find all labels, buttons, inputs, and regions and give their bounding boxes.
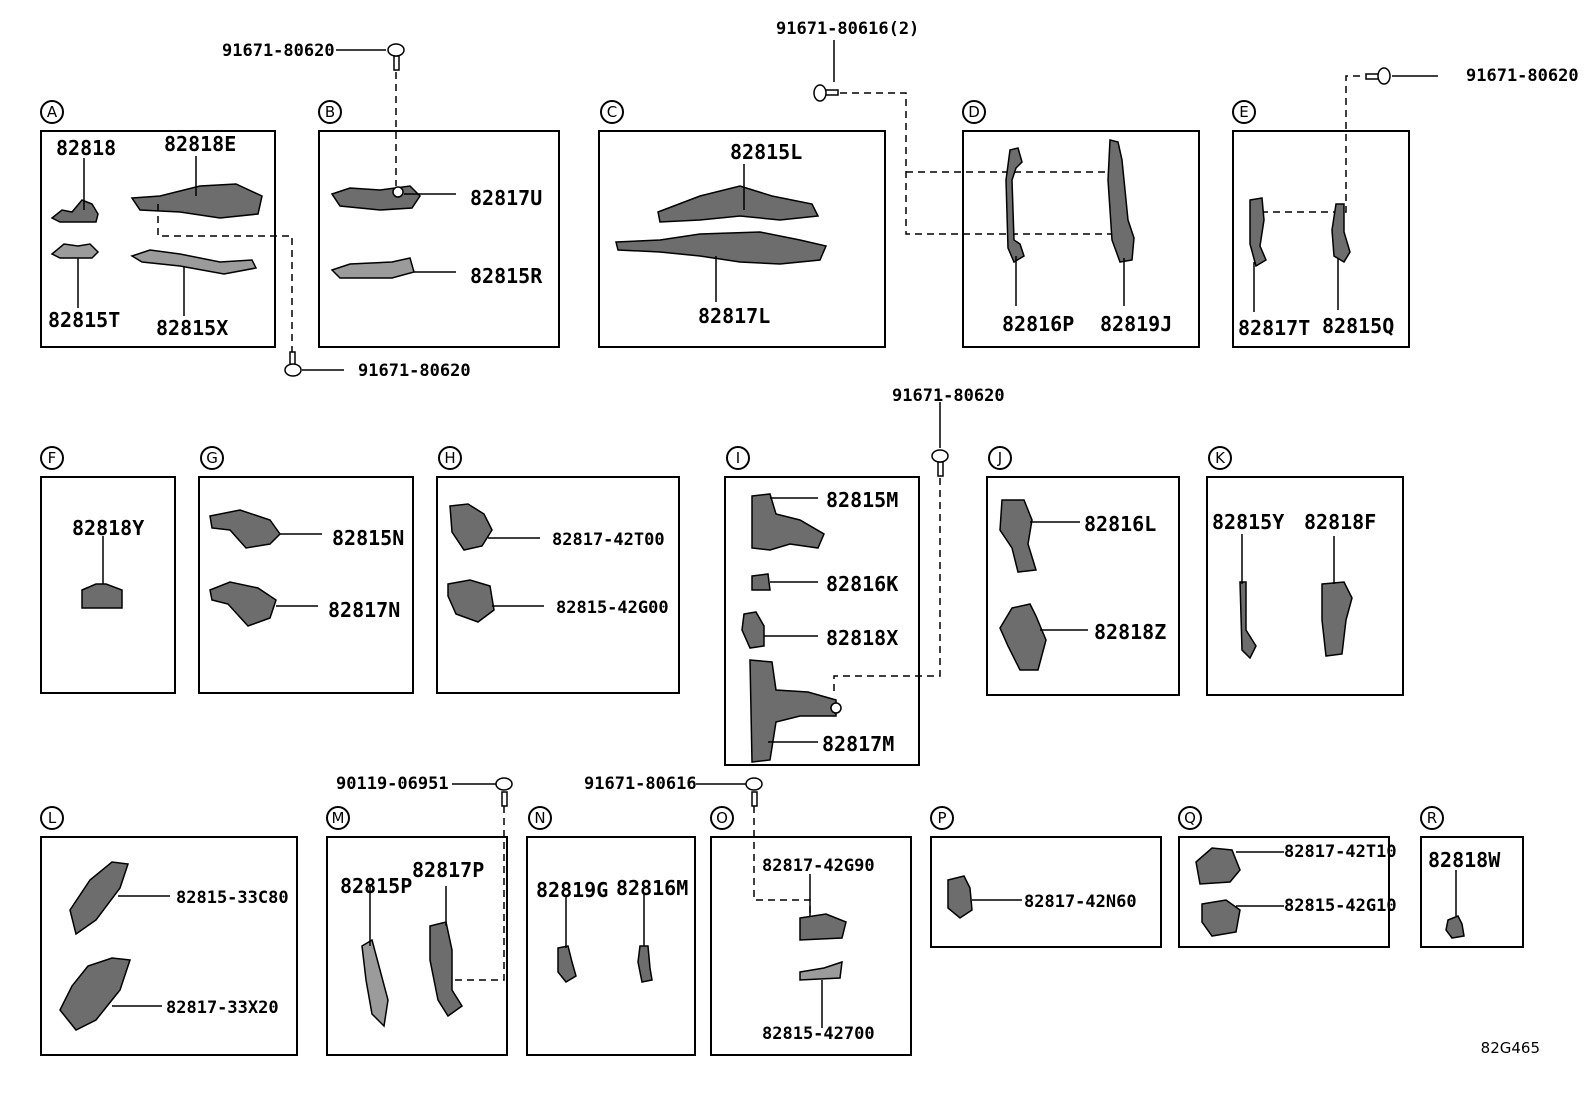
part-label: 82815Y [1212,510,1285,534]
bolt-icon [501,791,508,807]
section-i-marker: I [726,446,750,470]
section-j-box [986,476,1180,696]
fastener-label: 91671-80616(2) [776,19,920,39]
part-label: 82817U [470,186,543,210]
section-k-marker: K [1208,446,1232,470]
part-label: 82819G [536,878,609,902]
bolt-head-icon [387,43,405,57]
fastener-label: 91671-80620 [222,41,335,61]
part-label: 82817M [822,732,895,756]
section-q-box [1178,836,1390,948]
fastener-label: 91671-80620 [892,386,1005,406]
section-c-marker: C [600,100,624,124]
bolt-head-icon [1377,67,1391,85]
bolt-head-icon [931,449,949,463]
part-label: 82815-33C80 [176,888,289,908]
part-label: 82815M [826,488,899,512]
section-o-marker: O [710,806,734,830]
fastener-label: 91671-80616 [584,774,697,794]
part-label: 82818W [1428,848,1501,872]
part-label: 82816K [826,572,899,596]
part-label: 82818 [56,136,117,160]
part-label: 82816P [1002,312,1075,336]
part-label: 82818X [826,626,899,650]
section-h-box [436,476,680,694]
bolt-head-icon [813,84,827,102]
section-e-marker: E [1232,100,1256,124]
fastener-label: 91671-80620 [358,361,471,381]
part-label: 82817P [412,858,485,882]
bolt-icon [393,55,400,71]
bolt-head-icon [495,777,513,791]
section-p-box [930,836,1162,948]
section-d-marker: D [962,100,986,124]
part-label: 82815N [332,526,405,550]
part-label: 82817N [328,598,401,622]
section-g-marker: G [200,446,224,470]
part-label: 82818E [164,132,237,156]
part-label: 82817-42T10 [1284,842,1397,862]
section-c-box [598,130,886,348]
part-label: 82815Q [1322,314,1395,338]
bolt-head-icon [745,777,763,791]
section-q-marker: Q [1178,806,1202,830]
section-m-marker: M [326,806,350,830]
section-g-box [198,476,414,694]
bolt-icon [289,351,296,367]
part-label: 82815-42G10 [1284,896,1397,916]
part-label: 82818Y [72,516,145,540]
part-label: 82817T [1238,316,1311,340]
section-a-marker: A [40,100,64,124]
part-label: 82815P [340,874,413,898]
section-i-box [724,476,920,766]
section-f-box [40,476,176,694]
part-label: 82815L [730,140,803,164]
section-l-marker: L [40,806,64,830]
section-b-box [318,130,560,348]
part-label: 82817-33X20 [166,998,279,1018]
part-label: 82818Z [1094,620,1167,644]
section-j-marker: J [988,446,1012,470]
part-label: 82815X [156,316,229,340]
part-label: 82817L [698,304,771,328]
part-label: 82816M [616,876,689,900]
part-label: 82819J [1100,312,1173,336]
part-label: 82815-42G00 [556,598,669,618]
section-r-box [1420,836,1524,948]
section-k-box [1206,476,1404,696]
bolt-head-icon [284,363,302,377]
bolt-icon [751,791,758,807]
section-n-box [526,836,696,1056]
part-label: 82818F [1304,510,1377,534]
section-e-box [1232,130,1410,348]
section-l-box [40,836,298,1056]
part-label: 82817-42T00 [552,530,665,550]
part-label: 82817-42G90 [762,856,875,876]
section-b-marker: B [318,100,342,124]
section-o-box [710,836,912,1056]
bolt-icon [937,461,944,477]
section-f-marker: F [40,446,64,470]
bolt-icon [1365,73,1381,80]
fastener-label: 91671-80620 [1466,66,1579,86]
bolt-icon [823,89,839,96]
part-label: 82815-42700 [762,1024,875,1044]
section-n-marker: N [528,806,552,830]
fastener-label: 90119-06951 [336,774,449,794]
part-label: 82817-42N60 [1024,892,1137,912]
section-h-marker: H [438,446,462,470]
part-label: 82815T [48,308,121,332]
diagram-code: 82G465 [1480,1039,1540,1057]
section-d-box [962,130,1200,348]
section-a-box [40,130,276,348]
part-label: 82815R [470,264,543,288]
section-m-box [326,836,508,1056]
section-p-marker: P [930,806,954,830]
part-label: 82816L [1084,512,1157,536]
section-r-marker: R [1420,806,1444,830]
